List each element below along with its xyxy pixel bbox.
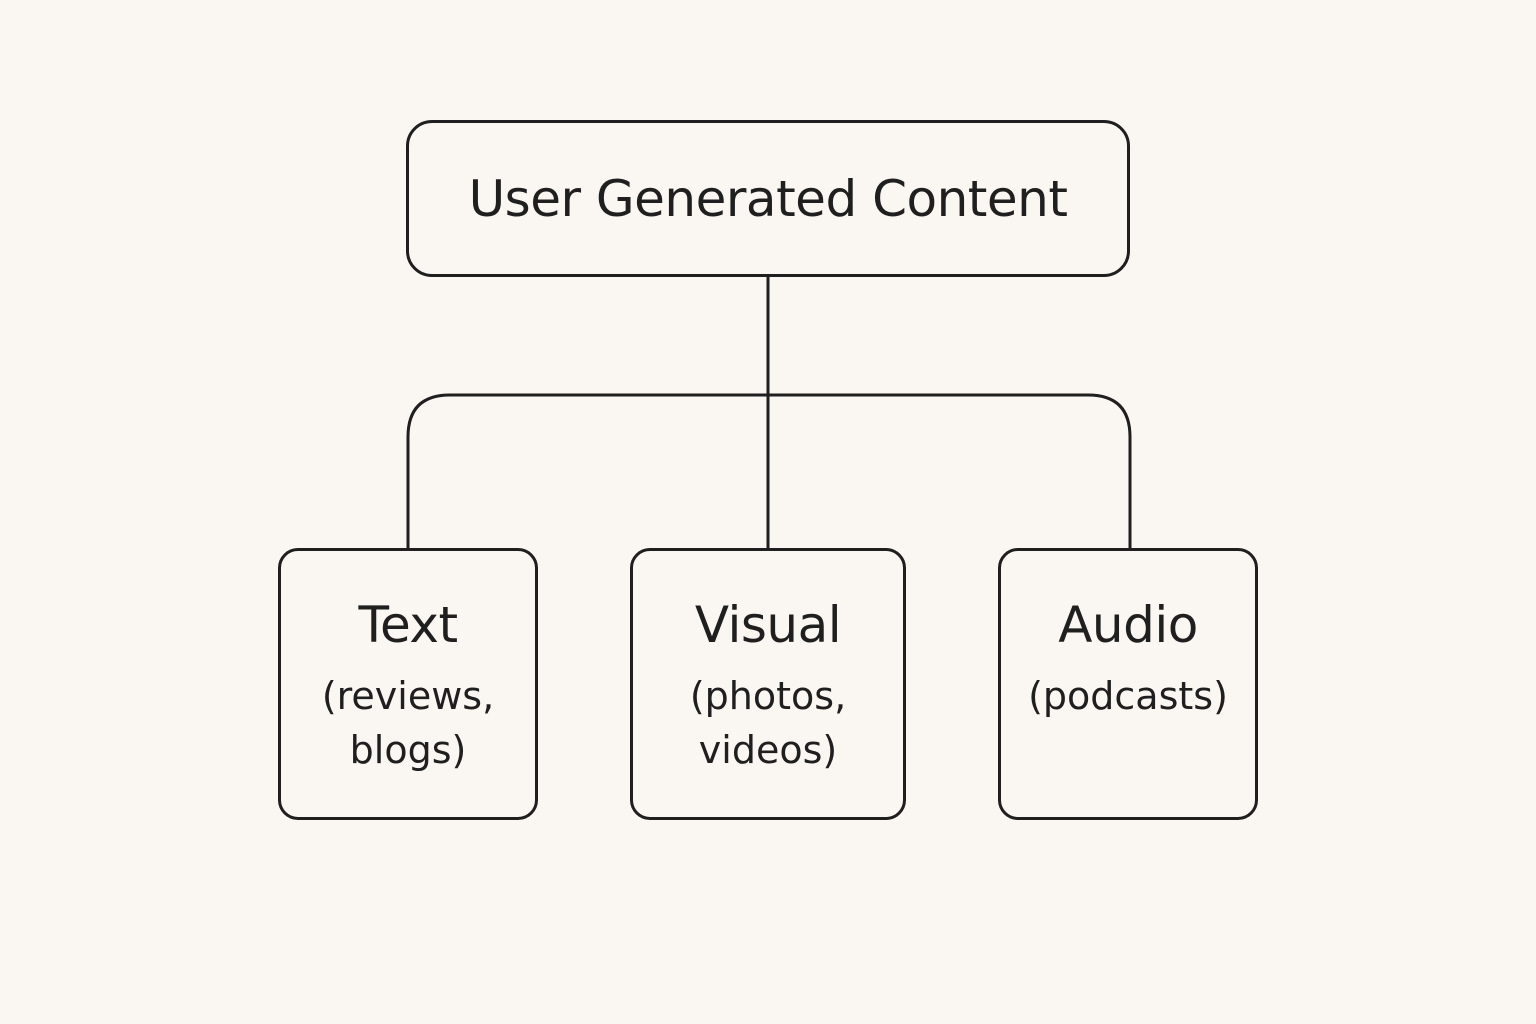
child-node-audio-title: Audio — [1058, 596, 1198, 654]
root-node-title: User Generated Content — [468, 169, 1068, 228]
child-node-visual-description: (photos, videos) — [689, 674, 847, 772]
child-node-visual: Visual (photos, videos) — [630, 548, 906, 820]
child-node-text-title: Text — [358, 596, 458, 654]
child-node-audio: Audio (podcasts) — [998, 548, 1258, 820]
child-node-text: Text (reviews, blogs) — [278, 548, 538, 820]
child-node-audio-description: (podcasts) — [1028, 674, 1228, 718]
child-node-text-description: (reviews, blogs) — [321, 674, 495, 772]
child-node-visual-title: Visual — [694, 596, 842, 654]
root-node-user-generated-content: User Generated Content — [406, 120, 1130, 277]
